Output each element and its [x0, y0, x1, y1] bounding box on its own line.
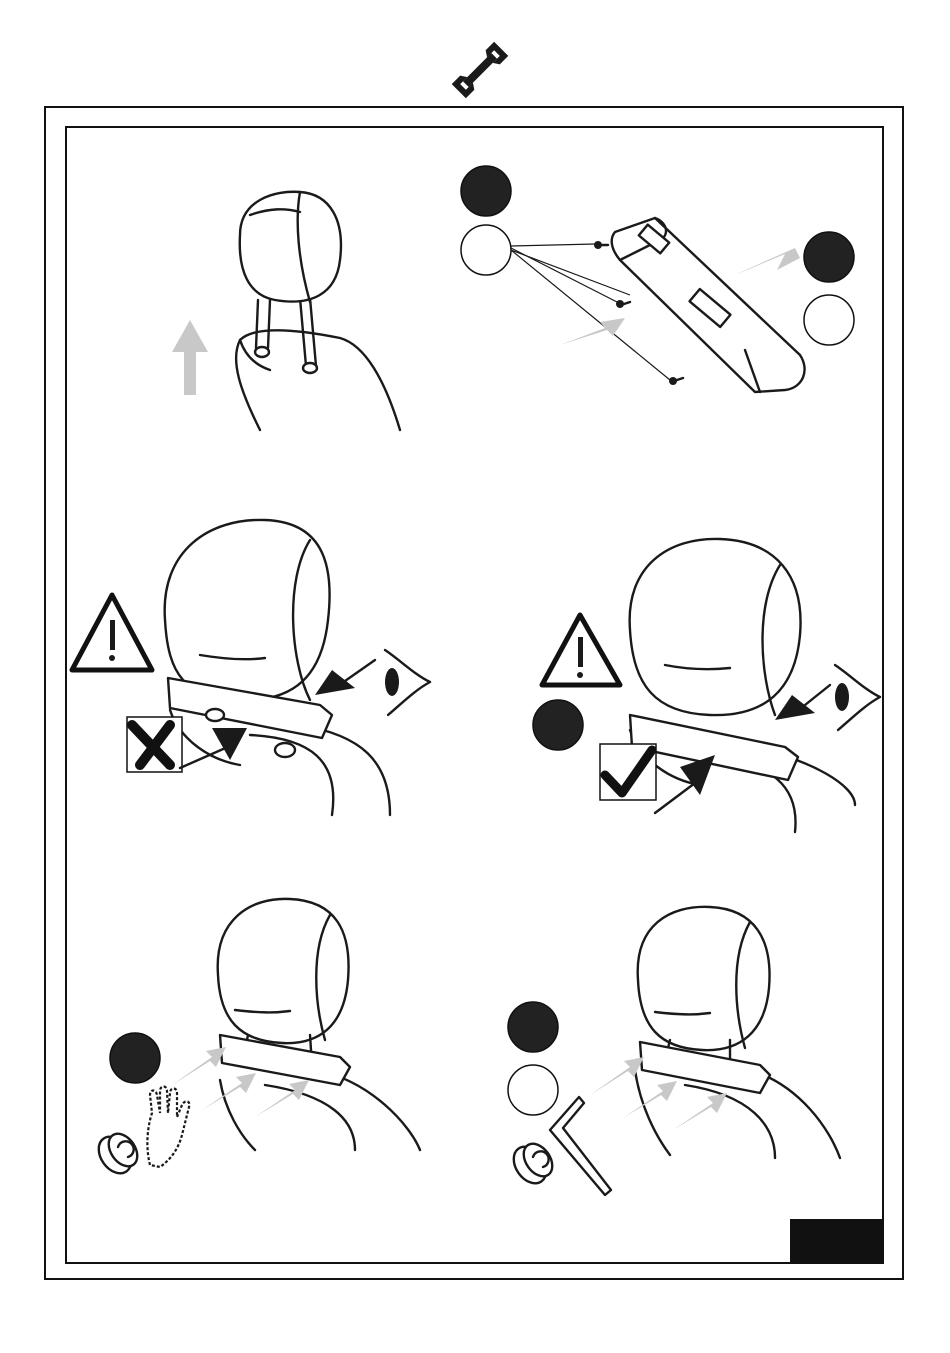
circle-badge-dark — [508, 1002, 558, 1052]
screw-icon — [669, 377, 683, 385]
circle-badge-dark — [533, 700, 583, 750]
knob-icon — [507, 1138, 558, 1189]
screw-icon — [616, 300, 630, 308]
circle-badge-light — [508, 1065, 558, 1115]
step-3-illustration — [70, 510, 450, 820]
up-arrow-icon — [172, 320, 208, 395]
step-2-illustration — [455, 160, 865, 430]
knob-icon — [92, 1128, 143, 1179]
step-6-illustration — [505, 900, 865, 1200]
eye-icon — [385, 650, 430, 715]
step-5-illustration — [90, 895, 430, 1185]
cross-mark-icon — [127, 717, 182, 772]
screw-icon — [594, 241, 608, 249]
step-4-illustration — [530, 535, 890, 835]
circle-badge-light — [461, 225, 511, 275]
allen-key-icon — [550, 1097, 611, 1195]
check-mark-icon — [600, 744, 656, 800]
page-tab — [790, 1219, 883, 1263]
warning-icon — [72, 595, 152, 670]
circle-badge-dark — [461, 166, 511, 216]
circle-badge-dark — [804, 232, 854, 282]
step-1-illustration — [160, 180, 420, 440]
hand-icon — [147, 1087, 189, 1168]
warning-icon — [542, 615, 620, 685]
eye-icon — [835, 665, 880, 730]
wrench-icon — [448, 38, 512, 102]
circle-badge-light — [804, 295, 854, 345]
circle-badge-dark — [110, 1033, 160, 1083]
